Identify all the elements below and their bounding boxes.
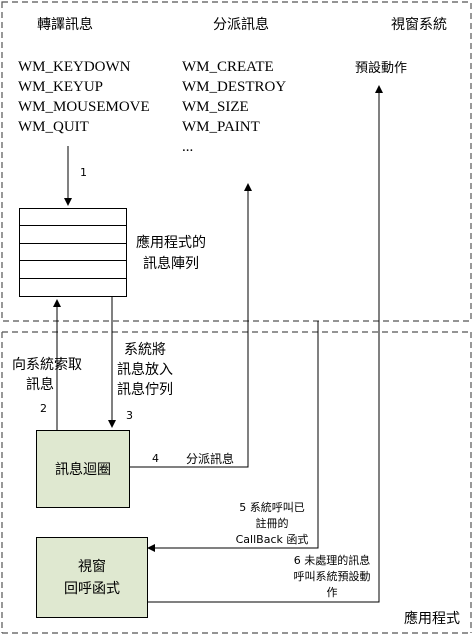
queue-slot bbox=[20, 244, 126, 262]
window-proc-label-line: 回呼函式 bbox=[64, 580, 120, 597]
queue-slot bbox=[20, 209, 126, 227]
queue-slot bbox=[20, 279, 126, 296]
dispatch-message-ellipsis: ... bbox=[182, 139, 194, 155]
window-proc-box: 視窗 回呼函式 bbox=[36, 537, 148, 618]
system-queue-label-line: 訊息放入 bbox=[117, 362, 173, 378]
step-3-label: 3 bbox=[126, 409, 133, 422]
dispatch-message: WM_SIZE bbox=[182, 99, 249, 115]
arrow-5 bbox=[147, 321, 319, 552]
system-region bbox=[1, 1, 472, 322]
translate-message: WM_MOUSEMOVE bbox=[18, 99, 150, 115]
message-queue bbox=[19, 208, 127, 297]
message-loop-box: 訊息迴圈 bbox=[36, 430, 130, 508]
system-queue-label-line: 訊息佇列 bbox=[117, 382, 173, 398]
queue-slot bbox=[20, 261, 126, 279]
step-4-label: 4 bbox=[152, 452, 159, 465]
callback-label-line: 註冊的 bbox=[255, 517, 289, 530]
queue-label-line: 應用程式的 bbox=[136, 235, 206, 251]
callback-label-line: CallBack 函式 bbox=[235, 533, 309, 546]
dispatch-message: WM_PAINT bbox=[182, 119, 260, 135]
step-2-label: 2 bbox=[40, 402, 47, 415]
callback-label-line: 5 系統呼叫已 bbox=[239, 501, 305, 514]
translate-message: WM_KEYDOWN bbox=[18, 59, 131, 75]
header-translate: 轉譯訊息 bbox=[37, 17, 93, 33]
dispatch-message: WM_CREATE bbox=[182, 59, 274, 75]
arrow-6 bbox=[148, 85, 383, 603]
queue-slot bbox=[20, 226, 126, 244]
window-proc-label-line: 視窗 bbox=[78, 558, 106, 575]
request-label-line: 向系統索取 bbox=[12, 357, 82, 373]
dispatch-arrow-label: 分派訊息 bbox=[186, 452, 235, 466]
system-queue-label-line: 系統將 bbox=[124, 342, 166, 358]
translate-message: WM_QUIT bbox=[18, 119, 89, 135]
dispatch-message: WM_DESTROY bbox=[182, 79, 287, 95]
message-loop-label: 訊息迴圈 bbox=[55, 462, 111, 478]
step-1-label: 1 bbox=[80, 166, 87, 179]
default-label-line: 作 bbox=[326, 586, 338, 599]
translate-message: WM_KEYUP bbox=[18, 79, 103, 95]
default-label-line: 呼叫系統預設動 bbox=[293, 570, 371, 583]
queue-label-line: 訊息陣列 bbox=[143, 256, 199, 272]
default-label-line: 6 未處理的訊息 bbox=[293, 554, 371, 567]
application-region-label: 應用程式 bbox=[404, 611, 460, 627]
arrow-4 bbox=[129, 183, 252, 468]
header-window-system: 視窗系統 bbox=[391, 17, 447, 33]
default-action-label: 預設動作 bbox=[355, 61, 408, 76]
header-dispatch: 分派訊息 bbox=[213, 17, 269, 33]
request-label-line: 訊息 bbox=[26, 377, 54, 393]
